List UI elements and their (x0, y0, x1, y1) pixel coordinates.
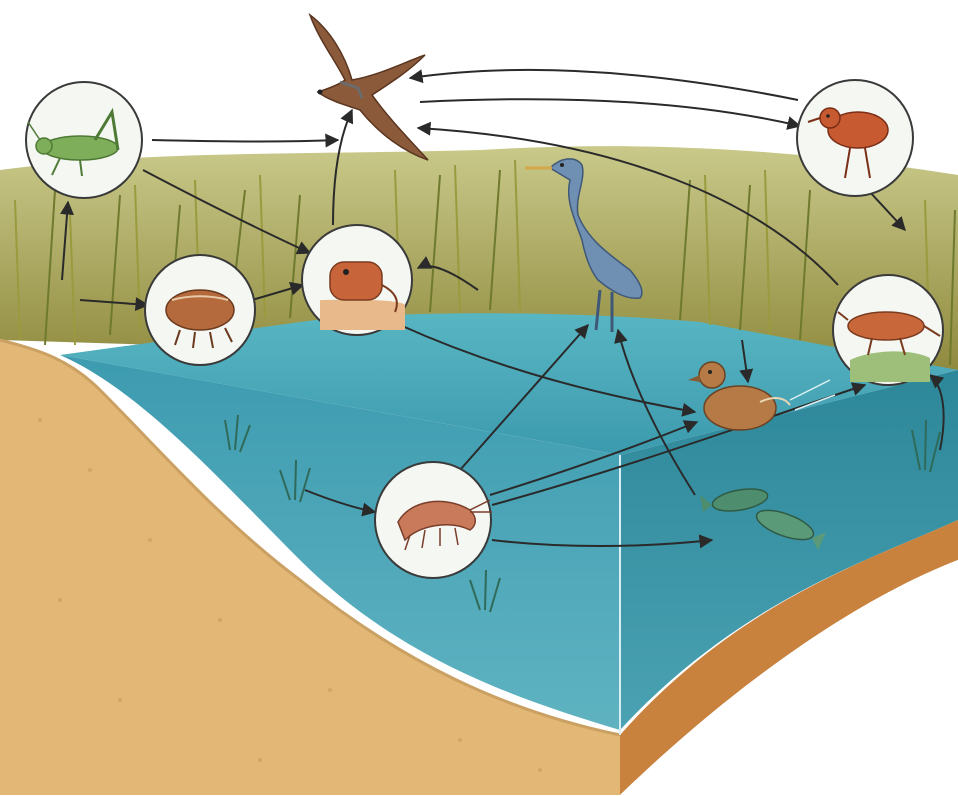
beetle-circle (145, 255, 255, 365)
shrew-circle (833, 275, 943, 385)
vole-circle (302, 225, 412, 335)
grasshopper-circle (26, 82, 142, 198)
arrow-hawk-to-marsh-bird (420, 99, 800, 126)
arrow-marsh-bird-to-hawk-upper (410, 70, 798, 100)
hawk-icon (310, 15, 428, 160)
terrain-block (0, 146, 958, 796)
arrow-grasshopper-to-hawk (152, 140, 338, 142)
shrimp-circle (375, 462, 492, 578)
marsh-bird-circle (797, 80, 913, 196)
